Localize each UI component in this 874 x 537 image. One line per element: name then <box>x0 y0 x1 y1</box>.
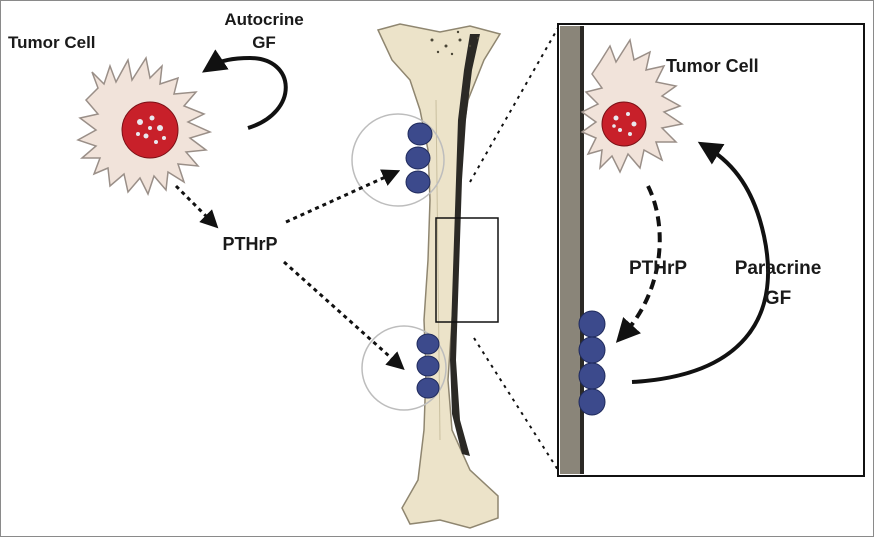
lower-bone-lesion-circle <box>361 325 447 411</box>
bone-epiphysis-pores <box>430 30 480 56</box>
autocrine-loop-arrow <box>202 49 288 130</box>
pthrp-left-label: PTHrP <box>222 234 277 254</box>
autocrine-label-line2: GF <box>252 33 276 52</box>
tumor-cell-left-label: Tumor Cell <box>8 33 96 52</box>
chromatin-left <box>136 115 166 144</box>
osteoblasts-lower <box>416 333 440 399</box>
pthrp-to-upper-bone-arrow <box>285 169 401 224</box>
chromatin-right <box>612 112 637 136</box>
zoom-panel <box>557 23 865 477</box>
paracrine-label-line1: Paracrine <box>735 258 822 279</box>
paracrine-gf-arrow <box>631 141 770 384</box>
upper-bone-lesion-circle <box>351 113 445 207</box>
zoom-region-box <box>435 217 499 323</box>
bone-marrow-cortex <box>450 34 480 456</box>
bone-shaft <box>376 23 502 529</box>
osteoblasts-zoom <box>578 310 606 416</box>
zoom-panel-bone-surface <box>560 26 582 474</box>
bone <box>376 23 502 529</box>
tumor-cell-left <box>76 56 213 196</box>
tumor-cell-right-label: Tumor Cell <box>666 56 759 76</box>
zoom-connector-top <box>469 27 559 183</box>
pthrp-right-label: PTHrP <box>629 258 687 279</box>
pthrp-to-lower-bone-arrow <box>282 260 405 371</box>
zoom-connector-bottom <box>473 337 559 471</box>
zoom-panel-bone-edge <box>580 26 584 474</box>
tumor-cell-right-nucleus <box>601 101 647 147</box>
cell-to-pthrp-arrow <box>174 184 219 229</box>
bone-detail-line <box>435 99 441 441</box>
paracrine-label-line2: GF <box>765 288 791 309</box>
autocrine-label-line1: Autocrine <box>224 10 303 29</box>
osteoblasts-upper <box>405 122 433 194</box>
